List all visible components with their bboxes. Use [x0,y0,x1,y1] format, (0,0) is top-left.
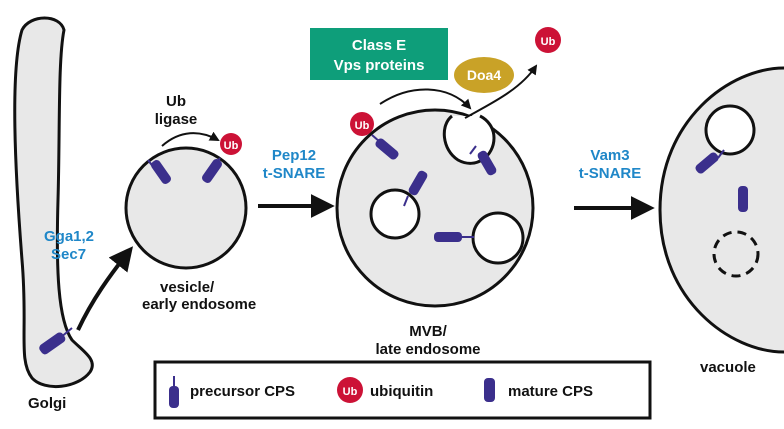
vacuole-degraded-vesicle [712,230,760,278]
vacuole-internal-vesicle [704,104,756,156]
doa4-enzyme [454,57,514,93]
doa4-label: Doa4 [467,67,501,83]
mvb-label-line2: late endosome [375,341,480,358]
mvb-ubiquitinated-precursor: Ub [350,112,399,160]
released-ubiquitin: Ub [535,27,561,53]
svg-text:Ub: Ub [224,140,239,152]
vesicle-membrane [124,146,248,270]
class-e-box [310,28,448,80]
legend-precursor-icon [169,376,179,408]
mvb-internal-protein-right [434,232,474,242]
legend-ubiquitin-label: ubiquitin [370,383,433,400]
vam3-snare-label: t-SNARE [579,165,642,182]
vesicle-precursor-protein-right [202,157,222,183]
svg-text:Ub: Ub [343,386,358,398]
legend-box [153,360,652,420]
pep12-snare-label: t-SNARE [263,165,326,182]
mvb-label-line1: MVB/ [409,323,447,340]
doa4-release-arrow [464,64,538,119]
vacuole-label: vacuole [700,359,756,376]
vam3-label: Vam3 [590,147,629,164]
ub-ligase-label-line1: Ub [166,93,186,110]
class-e-arrow [379,88,472,110]
legend-ubiquitin-icon: Ub [337,377,363,403]
mvb-membrane [335,108,535,308]
legend-mature-icon [484,378,495,402]
mvb-budding-precursor [469,145,497,176]
vesicle-label-line1: vesicle/ [160,279,215,296]
legend-mature-label: mature CPS [508,383,593,400]
sec7-label: Sec7 [51,246,86,263]
vacuole-internal-protein [695,149,725,174]
class-e-label-line2: Vps proteins [334,57,425,74]
ub-ligase-label-line2: ligase [155,111,198,128]
svg-text:Ub: Ub [355,120,370,132]
mvb-internal-vesicle-right [471,211,525,265]
class-e-label-line1: Class E [352,37,406,54]
vesicle-precursor-protein-left [147,159,171,184]
legend-precursor-label: precursor CPS [190,383,295,400]
golgi-to-vesicle-arrow [76,246,133,331]
ub-ligase-arrow [161,131,220,147]
golgi-label: Golgi [28,395,66,412]
mvb-internal-protein-left [403,170,428,207]
svg-text:Ub: Ub [541,36,556,48]
pep12-label: Pep12 [272,147,316,164]
gga-label: Gga1,2 [44,228,94,245]
golgi-membrane [13,16,94,389]
mvb-internal-vesicle-left [369,188,421,240]
vesicle-ubiquitin: Ub [220,133,242,155]
vesicle-label-line2: early endosome [142,296,256,313]
vacuole-mature-cps [738,186,748,212]
golgi-precursor-protein [39,327,73,355]
